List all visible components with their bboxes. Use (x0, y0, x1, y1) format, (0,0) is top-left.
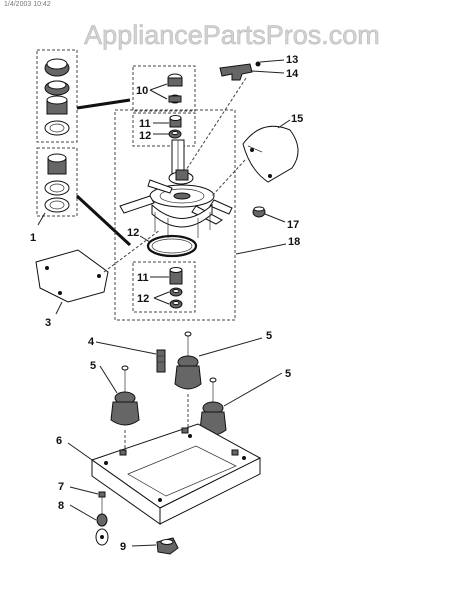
belt-13 (146, 234, 198, 258)
callout-15: 14 (286, 68, 299, 80)
upper-bearing-inner-box (132, 112, 196, 147)
transmission (119, 139, 233, 238)
callout-19: 18 (288, 236, 300, 248)
kit-parts-box (36, 49, 78, 217)
upper-bearing-box (132, 65, 196, 112)
clip-4 (156, 349, 166, 373)
callout-11-upper: 11 (139, 118, 151, 130)
callout-7: 7 (58, 481, 64, 493)
callout-3: 3 (45, 317, 51, 329)
callout-17: 15 (291, 113, 303, 125)
belt-13-inner (151, 238, 193, 254)
callout-5-right: 5 (285, 368, 291, 380)
damper-5-center (174, 331, 202, 430)
seal-12-upper (168, 129, 182, 139)
bracket-15 (219, 61, 261, 81)
callout-12-lower: 12 (137, 293, 149, 305)
callout-12-upper: 12 (139, 130, 151, 142)
callout-11-lower: 11 (137, 272, 149, 284)
callout-10: 10 (136, 85, 148, 97)
callout-8: 8 (58, 500, 64, 512)
damper-5-left (110, 365, 140, 455)
callout-18: 17 (287, 219, 299, 231)
plate-3 (35, 249, 109, 303)
seal-12-lower (169, 287, 183, 309)
callout-5-left: 5 (90, 360, 96, 372)
callout-9: 9 (120, 541, 126, 553)
caster-7-8 (95, 491, 109, 546)
callout-13: 12 (127, 227, 139, 239)
callout-1: 1 (30, 232, 36, 244)
callout-5-center: 5 (266, 330, 272, 342)
transmission-assembly-box (114, 109, 236, 321)
lower-bearing-box (132, 261, 196, 313)
nut-18 (252, 206, 266, 218)
watermark: AppliancePartsPros.com (84, 20, 380, 50)
foot-9 (156, 537, 179, 555)
callout-6: 6 (56, 435, 62, 447)
callout-14: 13 (286, 54, 298, 66)
bearing-11-lower (169, 267, 183, 285)
callout-4: 4 (88, 336, 95, 348)
bearing-11-upper (169, 115, 182, 128)
bearing-10 (167, 73, 183, 104)
header-fragment: 1/4/2003 10:42 (4, 1, 51, 8)
cover-17 (242, 125, 299, 183)
base-frame-6 (90, 423, 262, 525)
